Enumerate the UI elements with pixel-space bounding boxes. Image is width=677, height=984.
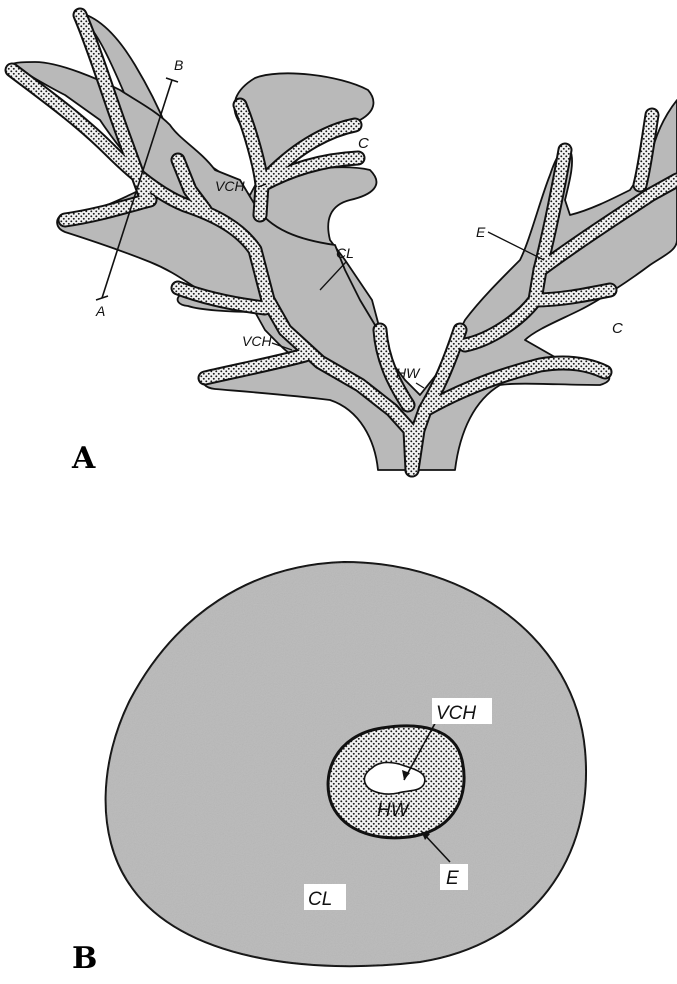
label-b-cl: CL (308, 889, 332, 910)
label-hw: HW (396, 365, 421, 381)
label-b-e: E (446, 868, 459, 889)
panel-a-letter: A (71, 441, 96, 476)
label-cl: CL (336, 245, 354, 261)
panel-b-letter: B (72, 941, 97, 976)
panel-b-diagram: VCH HW E CL B (72, 562, 586, 976)
label-b-hw: HW (377, 800, 411, 821)
label-c-right: C (612, 320, 623, 337)
section-end-label: B (174, 57, 183, 73)
label-vch-lower: VCH (242, 333, 272, 349)
label-c-upper: C (358, 135, 369, 152)
leader-hw (416, 383, 424, 388)
section-start-label: A (95, 303, 105, 319)
label-vch-upper: VCH (215, 178, 245, 194)
label-b-vch: VCH (436, 703, 476, 724)
label-e: E (476, 224, 486, 240)
panel-a-diagram: A B C C CL VCH VCH HW E A (10, 12, 677, 476)
